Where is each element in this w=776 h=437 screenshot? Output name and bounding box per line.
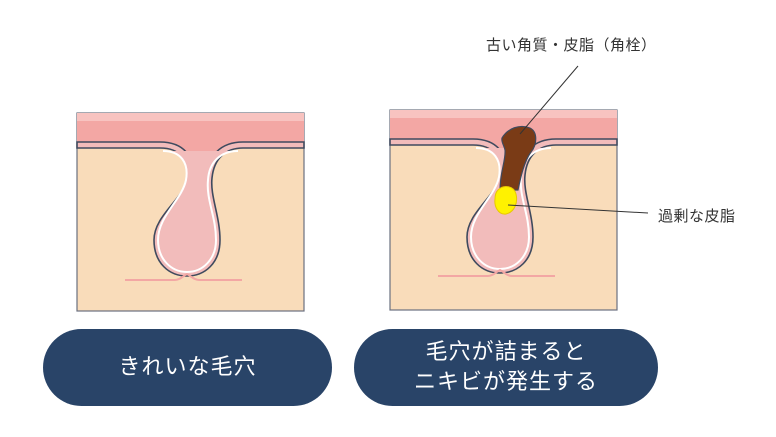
skin-surface-highlight-right <box>390 110 617 118</box>
clogged-pore-panel <box>389 109 618 311</box>
leader-line-old-keratin <box>519 65 579 135</box>
clean-pore-panel <box>76 112 305 312</box>
annotation-excess-sebum: 過剰な皮脂 <box>658 207 736 225</box>
dermal-line-right <box>438 268 555 277</box>
keratin-plug <box>499 125 537 191</box>
caption-clean-pore-text: きれいな毛穴 <box>118 354 257 380</box>
leader-line-excess-sebum <box>507 204 649 214</box>
skin-surface-highlight-left <box>77 113 304 121</box>
caption-clogged-line1: 毛穴が詰まると <box>425 339 587 365</box>
excess-sebum <box>494 186 518 215</box>
skin-surface-left <box>77 113 304 175</box>
caption-clean-pore: きれいな毛穴 <box>43 329 332 406</box>
annotation-old-keratin: 古い角質・皮脂（角栓） <box>486 36 657 54</box>
caption-clogged-line2: ニキビが発生する <box>413 369 598 395</box>
caption-clogged-pore: 毛穴が詰まると ニキビが発生する <box>354 329 658 406</box>
pore-left-inner <box>156 150 239 274</box>
dermal-line-left <box>125 272 242 281</box>
